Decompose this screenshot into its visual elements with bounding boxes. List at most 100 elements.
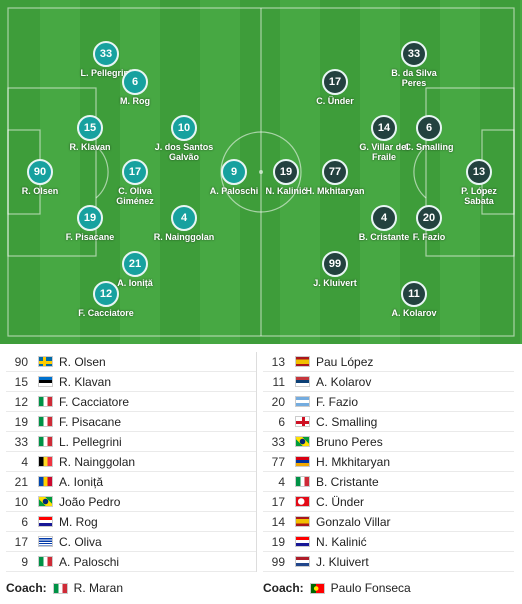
shirt-number: 99	[271, 554, 285, 569]
shirt-number: 77	[271, 454, 285, 469]
player-name[interactable]: A. Paloschi	[59, 554, 120, 569]
lineup-row[interactable]: 6 M. Rog	[6, 512, 256, 532]
player-name[interactable]: M. Rog	[59, 514, 98, 529]
uruguay-flag-icon	[38, 536, 53, 547]
shirt-number: 6	[21, 514, 28, 529]
shirt-number: 4	[21, 454, 28, 469]
lineup-row[interactable]: 9 A. Paloschi	[6, 552, 256, 572]
italy-flag-icon	[38, 436, 53, 447]
croatia-flag-icon	[295, 536, 310, 547]
england-flag-icon	[295, 416, 310, 427]
player-name: B. Cristante	[358, 232, 410, 242]
player-name[interactable]: A. Ioniță	[59, 474, 104, 489]
italy-flag-icon	[295, 476, 310, 487]
shirt-number: 9	[21, 554, 28, 569]
player-name: A. Ioniță	[117, 278, 153, 288]
player-number: 77	[322, 159, 348, 185]
lineup-row[interactable]: 19 F. Pisacane	[6, 412, 256, 432]
player-number: 6	[122, 69, 148, 95]
player-name[interactable]: R. Klavan	[59, 374, 112, 389]
player-number: 33	[93, 41, 119, 67]
player-number: 20	[416, 205, 442, 231]
spain-flag-icon	[295, 516, 310, 527]
player-number: 4	[171, 205, 197, 231]
shirt-number: 11	[272, 374, 285, 389]
lineup-row[interactable]: 99 J. Kluivert	[263, 552, 514, 572]
player-number: 12	[93, 281, 119, 307]
lineup-row[interactable]: 14 Gonzalo Villar	[263, 512, 514, 532]
lineup-row[interactable]: 4 R. Nainggolan	[6, 452, 256, 472]
portugal-flag-icon	[309, 582, 325, 594]
player-name[interactable]: Pau López	[316, 354, 374, 369]
coach-label: Coach:	[6, 581, 47, 595]
player-name[interactable]: N. Kalinić	[316, 534, 367, 549]
player-number: 14	[371, 115, 397, 141]
shirt-number: 15	[14, 374, 28, 389]
player-name: R. Nainggolan	[153, 232, 215, 242]
shirt-number: 19	[14, 414, 28, 429]
player-name[interactable]: C. Ünder	[316, 494, 365, 509]
italy-flag-icon	[52, 582, 68, 594]
player-number: 6	[416, 115, 442, 141]
lineup-row[interactable]: 77 H. Mkhitaryan	[263, 452, 514, 472]
player-name[interactable]: C. Oliva	[59, 534, 102, 549]
player-number: 90	[27, 159, 53, 185]
player-name[interactable]: L. Pellegrini	[59, 434, 122, 449]
player-name[interactable]: F. Cacciatore	[59, 394, 130, 409]
belgium-flag-icon	[38, 456, 53, 467]
player-name[interactable]: A. Kolarov	[316, 374, 372, 389]
player-name[interactable]: João Pedro	[59, 494, 121, 509]
player-name[interactable]: B. Cristante	[316, 474, 379, 489]
player-number: 13	[466, 159, 492, 185]
coach-name[interactable]: R. Maran	[73, 581, 124, 595]
turkey-flag-icon	[295, 496, 310, 507]
player-name: N. Kalinić	[265, 186, 307, 196]
player-name[interactable]: F. Fazio	[316, 394, 359, 409]
player-name: F. Cacciatore	[78, 308, 134, 318]
player-name: F. Fazio	[412, 232, 446, 242]
player-name: P. López Sabata	[461, 186, 497, 206]
player-name[interactable]: R. Olsen	[59, 354, 106, 369]
player-name[interactable]: Bruno Peres	[316, 434, 383, 449]
player-name: R. Olsen	[21, 186, 59, 196]
player-name: C. Ünder	[316, 96, 354, 106]
lineup-row[interactable]: 4 B. Cristante	[263, 472, 514, 492]
player-name: C. Oliva Giménez	[116, 186, 154, 206]
italy-flag-icon	[38, 556, 53, 567]
player-number: 17	[122, 159, 148, 185]
player-name[interactable]: J. Kluivert	[316, 554, 369, 569]
italy-flag-icon	[38, 416, 53, 427]
shirt-number: 4	[278, 474, 285, 489]
shirt-number: 14	[271, 514, 285, 529]
croatia-flag-icon	[38, 516, 53, 527]
player-number: 11	[401, 281, 427, 307]
player-name[interactable]: F. Pisacane	[59, 414, 122, 429]
argentina-flag-icon	[295, 396, 310, 407]
player-number: 17	[322, 69, 348, 95]
lineup-row[interactable]: 11 A. Kolarov	[263, 372, 514, 392]
player-name[interactable]: Gonzalo Villar	[316, 514, 391, 529]
player-name[interactable]: R. Nainggolan	[59, 454, 136, 469]
lineup-row[interactable]: 20 F. Fazio	[263, 392, 514, 412]
pitch: 90 R. Olsen 15 R. Klavan 17 C. Oliva Gim…	[0, 0, 522, 344]
shirt-number: 20	[271, 394, 285, 409]
player-number: 9	[221, 159, 247, 185]
player-name: A. Paloschi	[209, 186, 259, 196]
player-name[interactable]: C. Smalling	[316, 414, 378, 429]
player-name[interactable]: H. Mkhitaryan	[316, 454, 391, 469]
coach-name[interactable]: Paulo Fonseca	[330, 581, 411, 595]
lineup-row[interactable]: 15 R. Klavan	[6, 372, 256, 392]
player-name: L. Pellegrini	[80, 68, 132, 78]
